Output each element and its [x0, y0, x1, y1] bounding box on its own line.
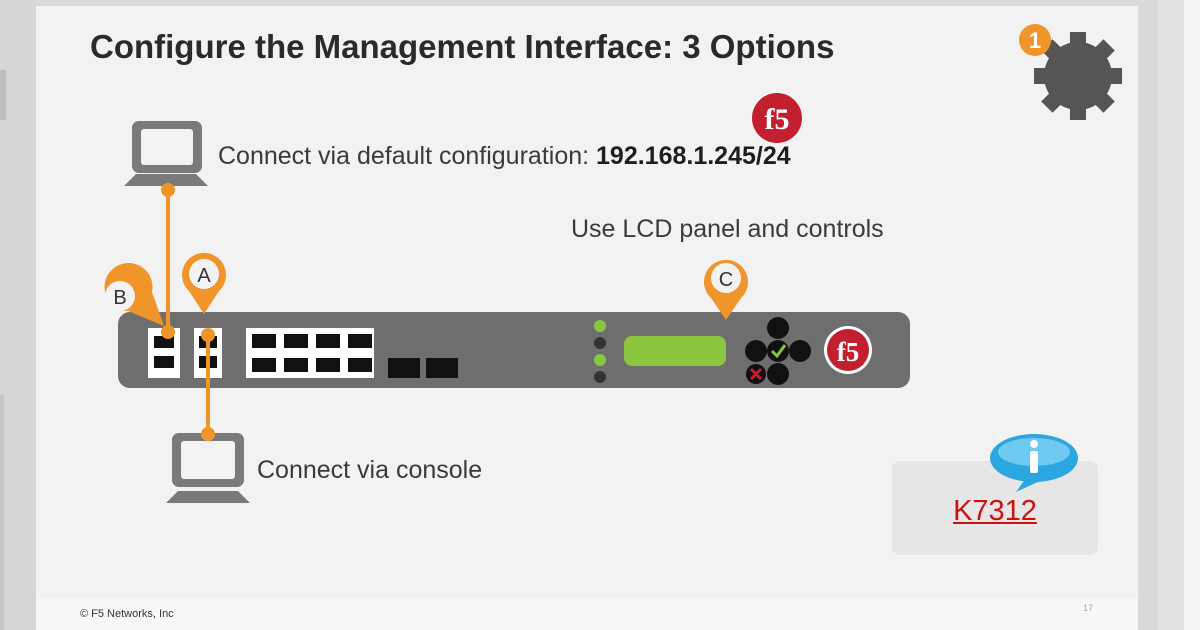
- kb-article-link[interactable]: K7312: [953, 495, 1037, 527]
- lcd-panel: [624, 336, 726, 366]
- status-led: [594, 371, 606, 383]
- step-badge: 1: [1019, 24, 1051, 56]
- kb-article-box: K7312: [892, 461, 1098, 555]
- sfp-port: [388, 358, 420, 378]
- lcd-down-button: [767, 363, 789, 385]
- lcd-left-button: [745, 340, 767, 362]
- marker-a-label: A: [197, 265, 211, 287]
- option-lcd-panel: Use LCD panel and controls: [571, 215, 884, 243]
- sfp-port: [426, 358, 458, 378]
- status-led: [594, 354, 606, 366]
- status-led: [594, 320, 606, 332]
- default-ip-address: 192.168.1.245/24: [596, 142, 791, 170]
- option-default-config-label: Connect via default configuration:: [218, 142, 597, 170]
- appliance: f5: [118, 312, 910, 388]
- laptop-icon: [166, 433, 250, 503]
- cable-default-config: [161, 183, 175, 339]
- map-pin-icon: A: [182, 252, 227, 314]
- f5-logo: f5: [752, 93, 802, 143]
- window-frame-right: [1158, 0, 1200, 630]
- f5-logo-text: f5: [837, 337, 860, 367]
- map-pin-icon: B: [104, 263, 164, 326]
- option-console: Connect via console: [257, 456, 483, 484]
- marker-b-label: B: [113, 287, 126, 309]
- slide: 1 f5: [36, 6, 1138, 630]
- laptop-icon: [124, 121, 208, 186]
- cable-console: [201, 328, 215, 441]
- map-pin-icon: C: [704, 259, 749, 320]
- step-badge-number: 1: [1029, 28, 1041, 53]
- info-bubble-icon: [990, 434, 1078, 492]
- footer: [36, 598, 1138, 630]
- scrollbar-track[interactable]: [1184, 0, 1200, 630]
- frame-tab: [0, 70, 6, 120]
- option-default-config: Connect via default configuration: 192.1…: [218, 142, 791, 171]
- network-diagram: 1 f5: [104, 24, 1122, 503]
- f5-logo: [827, 329, 869, 371]
- copyright: © F5 Networks, Inc: [80, 608, 174, 620]
- frame-tab: [0, 395, 4, 630]
- lcd-right-button: [789, 340, 811, 362]
- status-led: [594, 337, 606, 349]
- page-number: 17: [1083, 603, 1094, 613]
- slide-title: Configure the Management Interface: 3 Op…: [90, 28, 835, 65]
- f5-logo-text: f5: [765, 103, 790, 136]
- lcd-up-button: [767, 317, 789, 339]
- lcd-check-button: [767, 340, 789, 362]
- marker-c-label: C: [719, 269, 733, 291]
- window-frame-left: [0, 0, 36, 630]
